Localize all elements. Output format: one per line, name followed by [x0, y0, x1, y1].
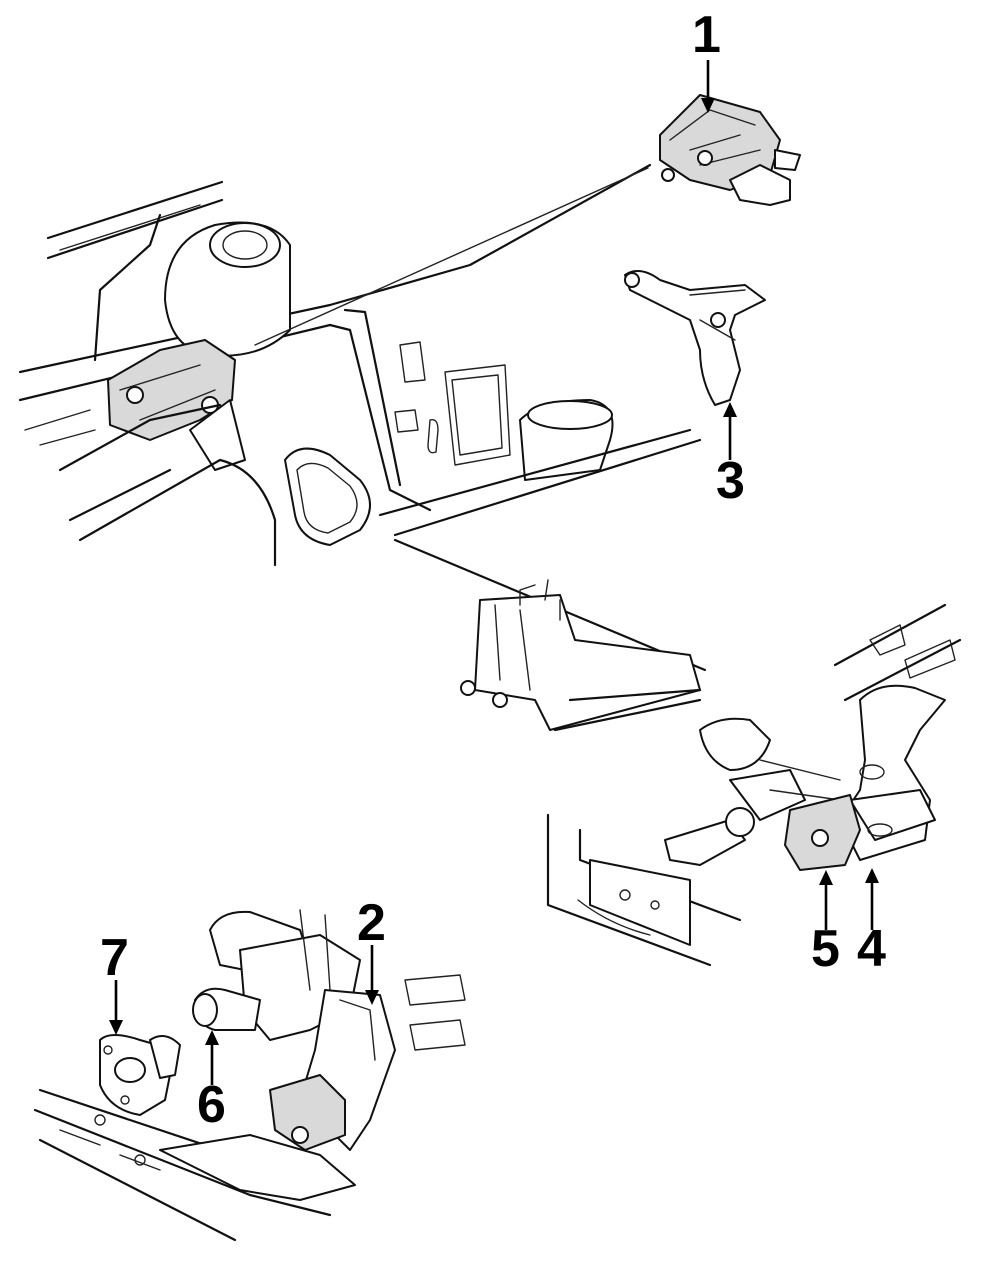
part-2-mount-bracket [269, 989, 396, 1151]
callout-1: 1 [692, 6, 721, 64]
callout-4: 4 [857, 920, 886, 978]
part-1-mount-bracket [659, 94, 801, 206]
callout-5: 5 [811, 920, 840, 978]
callout-3: 3 [716, 452, 745, 510]
engine-block-lower [209, 909, 466, 1051]
frame-mid-section [460, 579, 702, 732]
part-4-bracket [839, 684, 946, 861]
part-6-bushing [192, 987, 261, 1031]
callout-2: 2 [357, 894, 386, 952]
callout-7: 7 [100, 929, 129, 987]
leader-line-part-1 [254, 167, 649, 346]
part-3-side-bracket [624, 270, 766, 406]
callout-6: 6 [197, 1076, 226, 1134]
part-5-insulator [784, 794, 861, 871]
lower-frame-rail [33, 1088, 356, 1242]
right-frame-assembly [546, 603, 962, 967]
part-7-flange-mount [99, 1034, 181, 1116]
engine-compartment-view [18, 163, 707, 672]
callout-arrows [109, 60, 879, 1085]
